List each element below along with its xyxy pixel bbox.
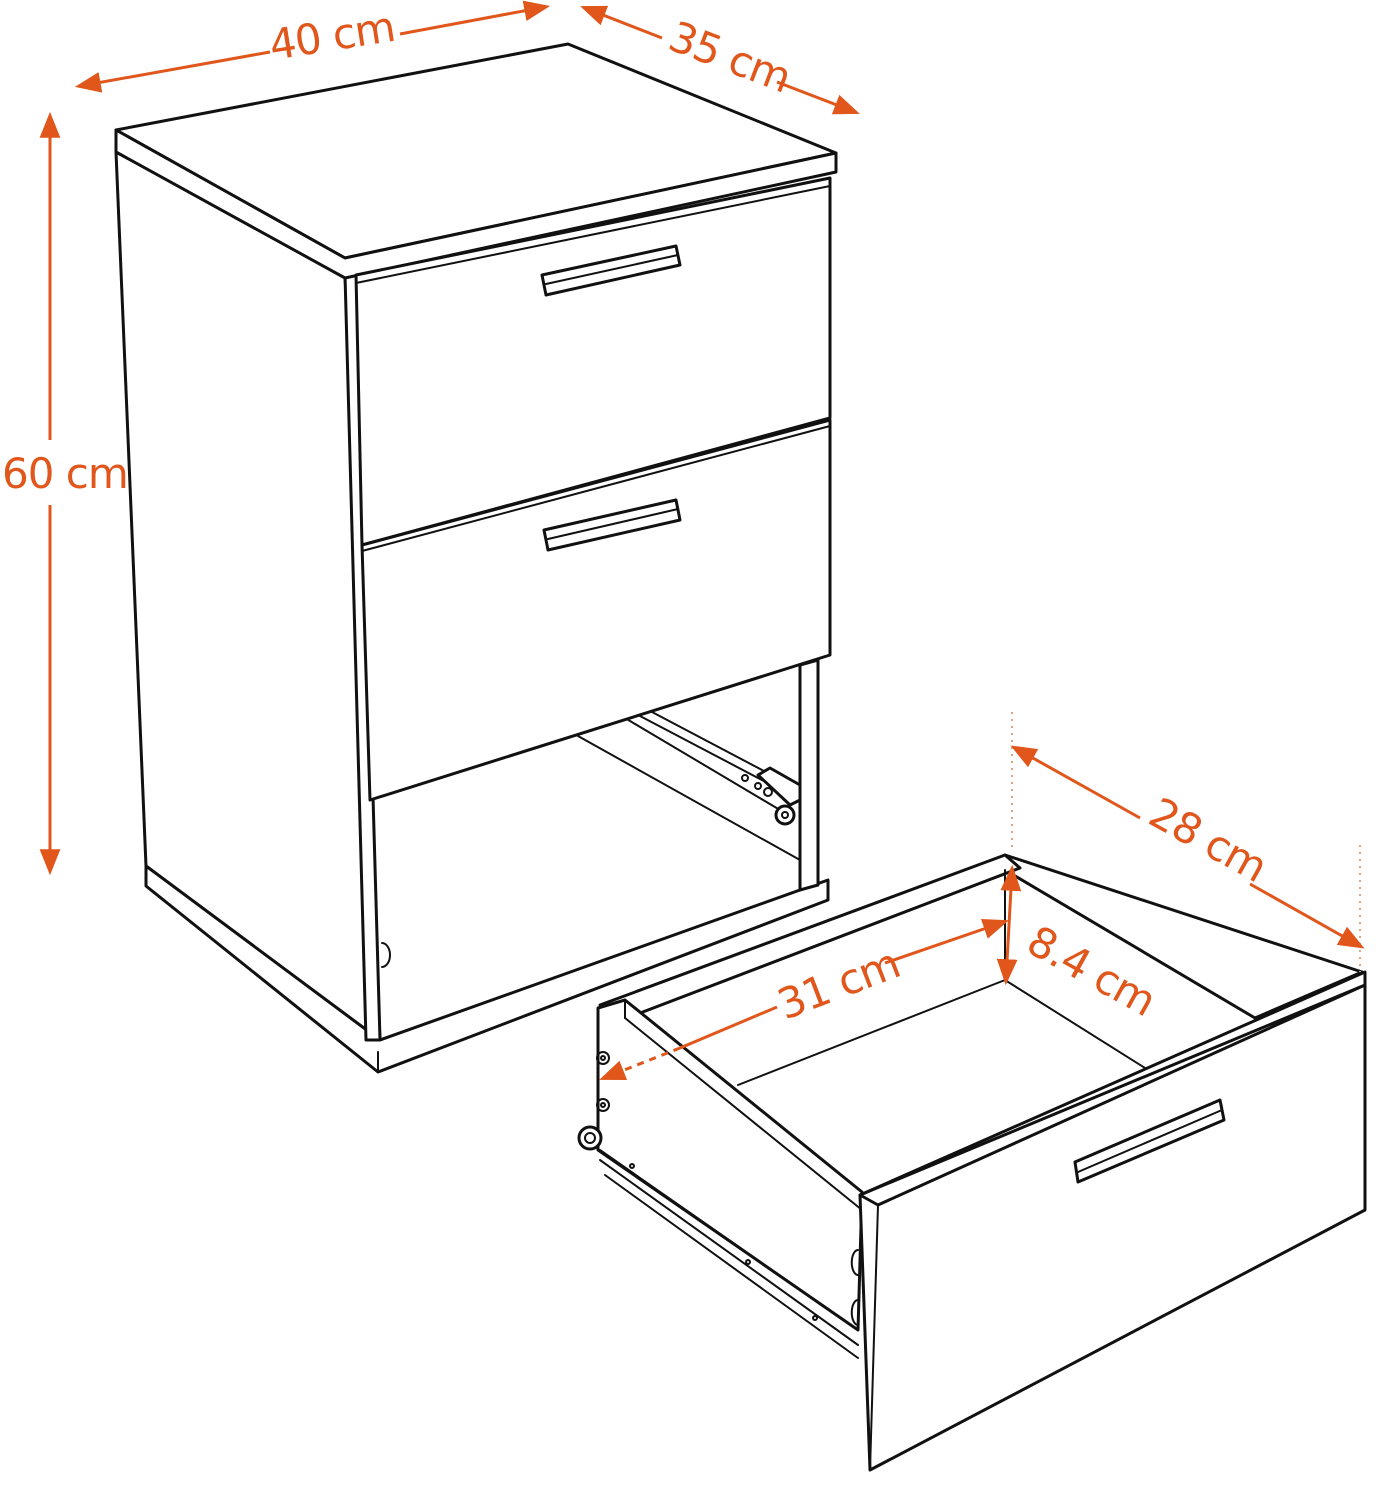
cabinet-right-inner-panel	[798, 658, 820, 892]
cabinet	[114, 42, 838, 1074]
label-drawer-depth: 28 cm	[1141, 788, 1275, 892]
drawer-front-panel	[858, 970, 1367, 1472]
drawer-middle-handle-icon	[542, 498, 682, 552]
dimension-height: 60 cm	[2, 111, 129, 876]
cabinet-top-edge	[114, 128, 838, 280]
drawer-roller-icon	[577, 1125, 603, 1151]
runner-roller-icon	[774, 804, 796, 826]
drawer-side-runner	[577, 1051, 859, 1359]
removed-drawer	[577, 853, 1367, 1472]
cabinet-drawer-runner	[624, 711, 802, 826]
cabinet-drawer-middle	[360, 418, 832, 802]
cabinet-drawer-top	[354, 176, 832, 547]
cabinet-side-panel	[114, 150, 382, 1042]
cabinet-cam-fitting-icon	[381, 942, 391, 968]
drawer-top-handle-icon	[540, 244, 682, 297]
label-width: 40 cm	[266, 2, 398, 70]
drawer-front-handle-icon	[1073, 1098, 1226, 1184]
label-height: 60 cm	[2, 449, 128, 498]
label-depth: 35 cm	[662, 12, 797, 103]
drawer-left-side	[596, 998, 864, 1332]
